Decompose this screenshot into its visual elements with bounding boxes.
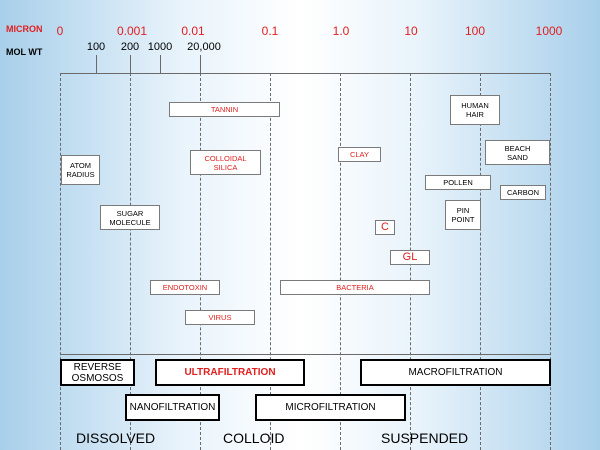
reverse-osmosis-box: REVERSE OSMOSOS	[60, 359, 135, 386]
region-suspended: SUSPENDED	[381, 430, 469, 446]
molwt-tick-200: 200	[120, 41, 140, 53]
molwt-axis-title: MOL WT	[6, 47, 43, 57]
clay-box: CLAY	[338, 147, 381, 162]
gridline-1000	[550, 73, 551, 450]
pin-point-box: PIN POINT	[445, 200, 481, 230]
micron-tick-100: 100	[464, 24, 486, 38]
c-box: C	[375, 220, 395, 235]
micron-tick-0: 0	[56, 24, 64, 38]
nanofiltration-box: NANOFILTRATION	[125, 394, 220, 421]
gridline-01	[270, 73, 271, 450]
molwt-tick-mark-20000	[200, 55, 201, 73]
molwt-tick-20000: 20,000	[187, 41, 221, 53]
beach-sand-box: BEACH SAND	[485, 140, 550, 165]
micron-tick-10: 10	[404, 24, 418, 38]
colloidal-silica-box: COLLOIDAL SILICA	[190, 150, 261, 175]
micron-tick-1: 1.0	[332, 24, 350, 38]
molwt-tick-mark-100	[96, 55, 97, 73]
tannin-box: TANNIN	[169, 102, 280, 117]
region-colloid: COLLOID	[223, 430, 285, 446]
microfiltration-box: MICROFILTRATION	[255, 394, 406, 421]
molwt-tick-mark-1000	[160, 55, 161, 73]
pollen-box: POLLEN	[425, 175, 491, 190]
bacteria-box: BACTERIA	[280, 280, 430, 295]
micron-tick-0001: 0.001	[116, 24, 148, 38]
gridline-1	[340, 73, 341, 450]
gridline-0001	[130, 73, 131, 450]
atom-radius-box: ATOM RADIUS	[61, 155, 100, 185]
human-hair-box: HUMAN HAIR	[450, 95, 500, 125]
molwt-tick-1000: 1000	[147, 41, 173, 53]
micron-tick-001: 0.01	[181, 24, 205, 38]
process-separator-line	[60, 354, 550, 355]
sugar-molecule-box: SUGAR MOLECULE	[100, 205, 160, 230]
endotoxin-box: ENDOTOXIN	[150, 280, 220, 295]
molwt-tick-mark-200	[130, 55, 131, 73]
gridline-100	[480, 73, 481, 450]
virus-box: VIRUS	[185, 310, 255, 325]
macrofiltration-box: MACROFILTRATION	[360, 359, 551, 386]
region-dissolved: DISSOLVED	[76, 430, 156, 446]
molwt-tick-100: 100	[86, 41, 106, 53]
micron-tick-1000: 1000	[535, 24, 563, 38]
carbon-box: CARBON	[500, 185, 546, 200]
micron-axis-title: MICRON	[6, 24, 43, 34]
gl-box: GL	[390, 250, 430, 265]
ultrafiltration-box: ULTRAFILTRATION	[155, 359, 305, 386]
gridline-0	[60, 73, 61, 450]
gridline-001	[200, 73, 201, 450]
micron-tick-01: 0.1	[261, 24, 279, 38]
axis-line	[60, 73, 550, 74]
